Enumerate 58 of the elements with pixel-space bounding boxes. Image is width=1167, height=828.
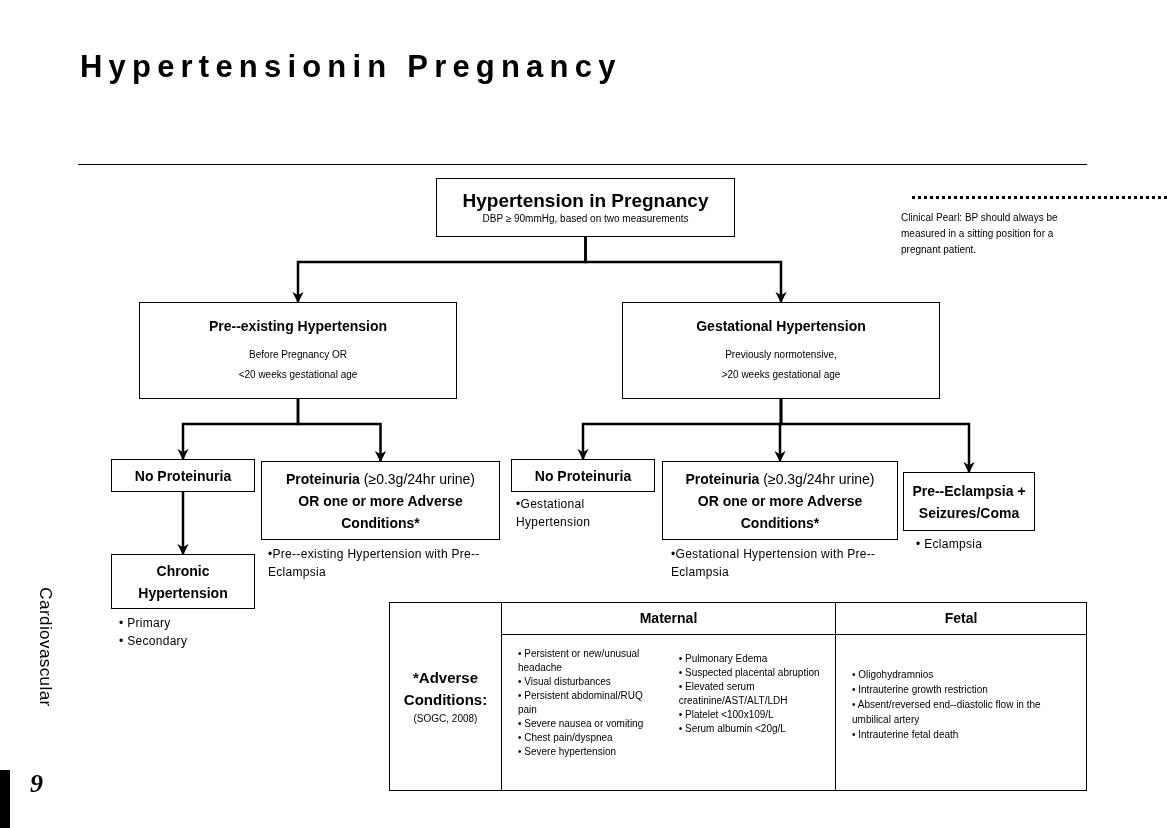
flow-box <box>111 459 255 492</box>
table-item: • Serum albumin <20g/L <box>678 722 787 736</box>
column-header: Fetal <box>944 609 978 628</box>
bullet-note: •Gestational Hypertension with Pre--Eclampsia <box>671 546 877 581</box>
bullet-note: •Pre--existing Hypertension with Pre--Eclampsia <box>268 546 481 581</box>
table-item: • Oligohydramnios <box>852 668 935 682</box>
box-subtext: >20 weeks gestational age <box>721 368 841 382</box>
table-item: • Elevated serum creatinine/AST/ALT/LDH <box>678 680 789 708</box>
box-subtext: <20 weeks gestational age <box>238 368 358 382</box>
box-heading: Gestational Hypertension <box>696 317 866 336</box>
arrow <box>296 399 387 463</box>
box-heading: No Proteinuria <box>134 466 232 486</box>
box-subtext: Before Pregnancy OR <box>249 348 347 362</box>
table-item: • Absent/reversed end--diastolic flow in the umbilical artery <box>852 698 1042 727</box>
table-item: • Intrauterine growth restriction <box>852 683 989 697</box>
arrow <box>779 399 975 474</box>
box-heading: Hypertension in Pregnancy <box>462 189 709 214</box>
flow-box <box>111 554 255 609</box>
box-heading: OR one or more Adverse Conditions* <box>297 491 464 533</box>
flow-box <box>139 302 457 399</box>
flow-box <box>903 472 1035 531</box>
flow-box <box>436 178 735 237</box>
box-heading: OR one or more Adverse Conditions* <box>696 491 864 533</box>
table-heading: *Adverse Conditions: <box>402 668 489 710</box>
table-item: • Persistent or new/unusual headache <box>518 647 641 675</box>
table-item: • Suspected placental abruption <box>678 666 821 680</box>
flow-box <box>511 459 655 492</box>
box-heading: No Proteinuria <box>534 466 632 486</box>
arrow <box>584 237 787 304</box>
column-header: Maternal <box>639 609 698 628</box>
bullet-note: •Gestational Hypertension <box>516 496 592 531</box>
table-item: • Platelet <100x109/L <box>678 708 775 722</box>
note-text: Clinical Pearl: BP should always be measured in a sitting position for a pregnant patient. <box>901 211 1059 257</box>
arrow <box>177 492 189 556</box>
table-item: • Visual disturbances <box>518 675 612 689</box>
table-item: • Persistent abdominal/RUQ pain <box>518 689 644 717</box>
table-note: (SOGC, 2008) <box>413 712 478 726</box>
table-item: • Severe nausea or vomiting <box>518 717 645 731</box>
page-title: Hypertensionin Pregnancy <box>80 48 622 86</box>
box-heading: Pre--existing Hypertension <box>208 317 388 336</box>
box-subtext: DBP ≥ 90mmHg, based on two measurements <box>482 213 689 226</box>
box-heading: Proteinuria (≥0.3g/24hr urine) <box>286 469 475 489</box>
bullet-note: • Secondary <box>119 633 189 650</box>
section-label: Cardiovascular <box>34 587 56 707</box>
box-heading: Pre--Eclampsia + Seizures/Coma <box>911 481 1027 523</box>
bullet-note: • Eclampsia <box>916 536 984 553</box>
table-item: • Severe hypertension <box>518 745 617 759</box>
flow-box <box>662 461 898 540</box>
table-item: • Chest pain/dyspnea <box>518 731 614 745</box>
flow-box <box>261 461 500 540</box>
table-item: • Pulmonary Edema <box>678 652 769 666</box>
page-number: 9 <box>30 768 43 800</box>
box-subtext: Previously normotensive, <box>725 348 837 362</box>
bullet-note: • Primary <box>119 615 172 632</box>
flow-box <box>622 302 940 399</box>
box-heading: Chronic Hypertension <box>137 561 229 603</box>
table-item: • Intrauterine fetal death <box>852 728 960 742</box>
box-heading: Proteinuria (≥0.3g/24hr urine) <box>685 469 875 489</box>
